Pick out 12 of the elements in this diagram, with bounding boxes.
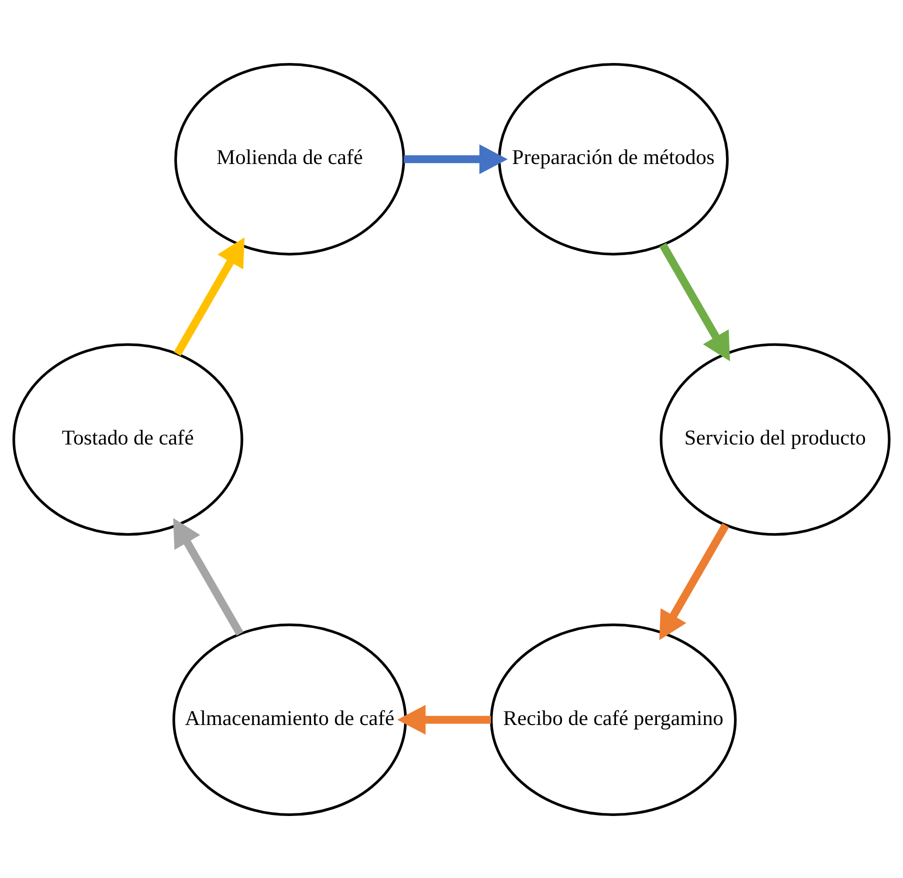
arrow bbox=[397, 704, 491, 734]
node-ellipse: Servicio del producto bbox=[660, 342, 891, 536]
node-ellipse: Recibo de café pergamino bbox=[490, 623, 737, 816]
arrow bbox=[174, 236, 245, 356]
node-ellipse: Tostado de café bbox=[12, 342, 244, 536]
node-ellipse: Almacenamiento de café bbox=[172, 623, 407, 816]
arrow bbox=[659, 242, 730, 361]
node-ellipse: Preparación de métodos bbox=[498, 62, 729, 255]
arrow bbox=[404, 144, 508, 174]
arrow bbox=[173, 517, 244, 636]
node-ellipse: Molienda de café bbox=[174, 62, 406, 255]
arrow bbox=[659, 522, 730, 640]
